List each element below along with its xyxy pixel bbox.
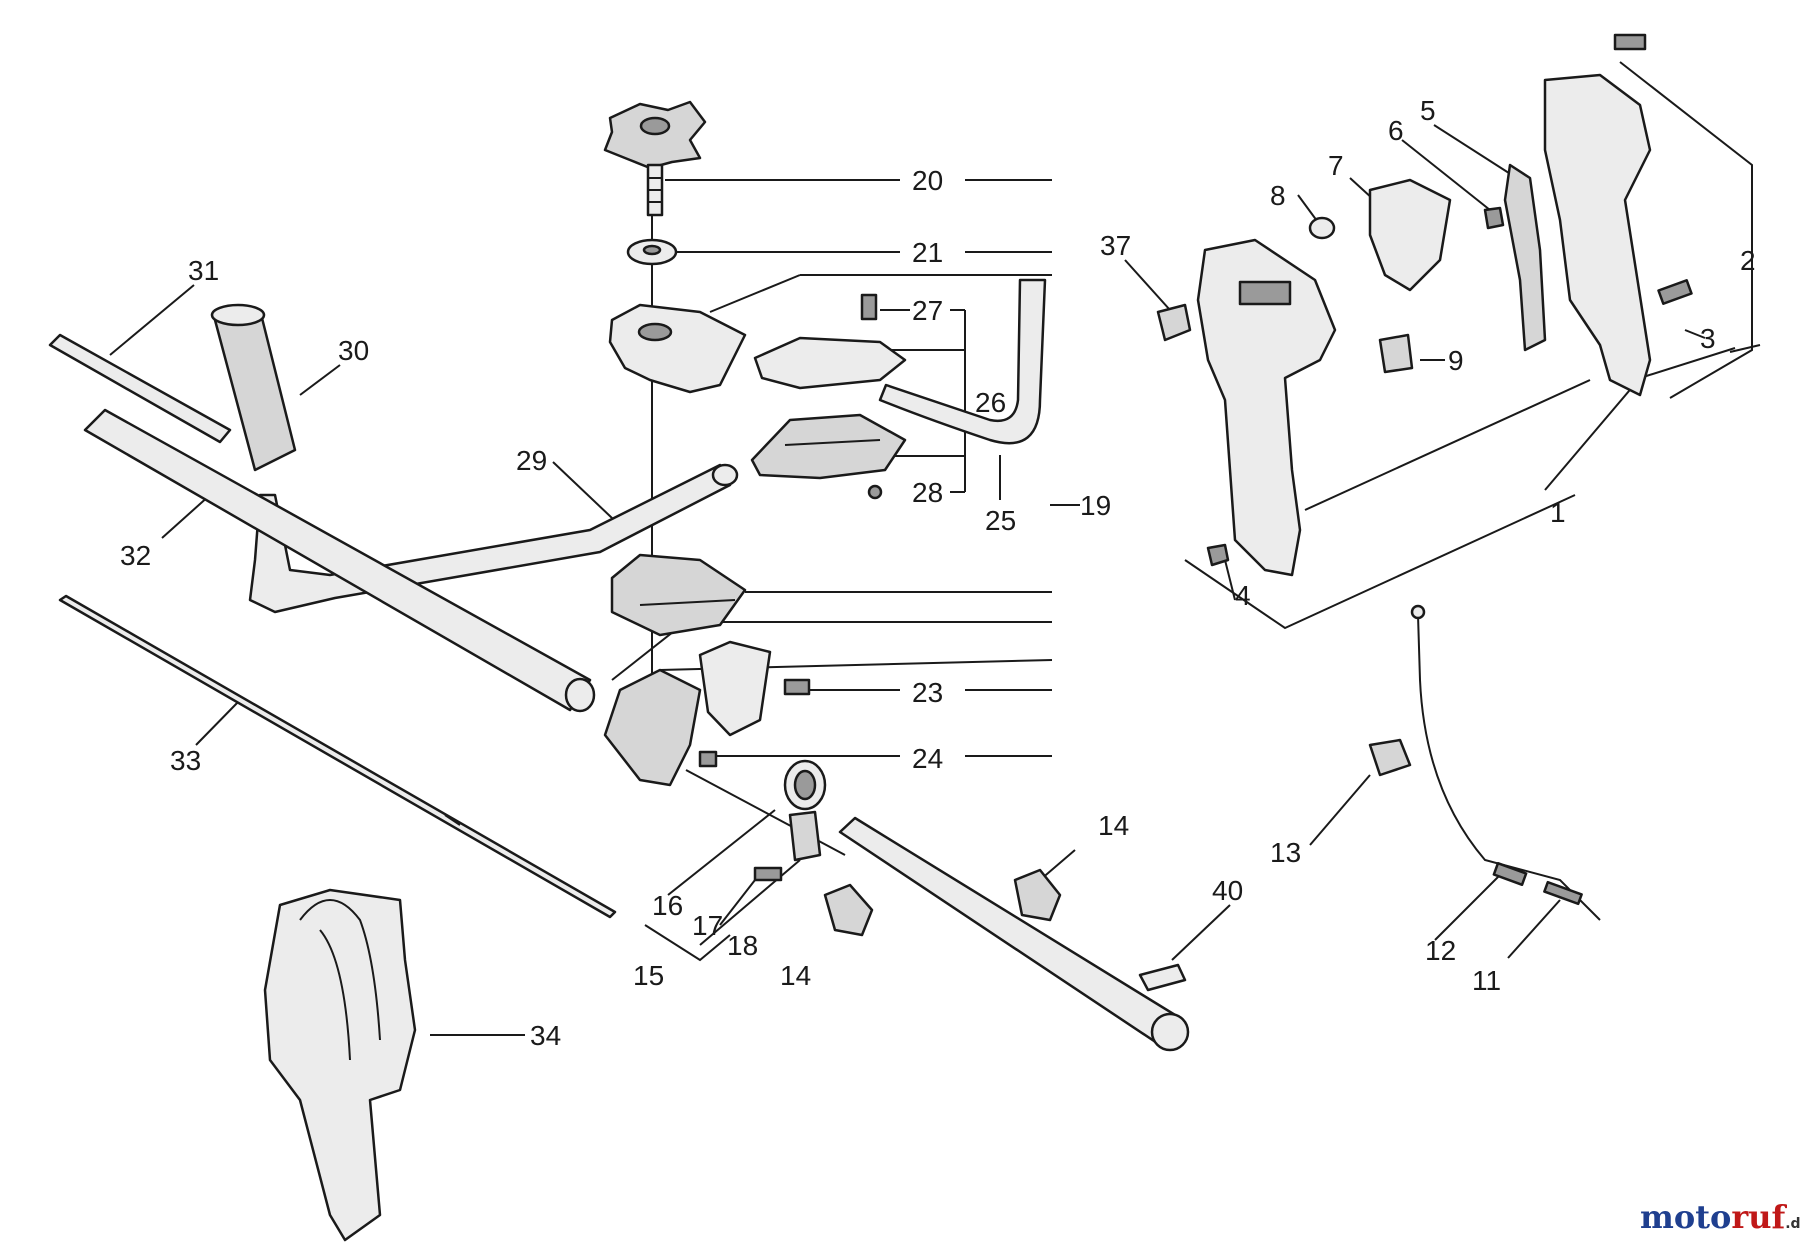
- sticker-part-40: [1138, 963, 1187, 992]
- clamp-cover: [608, 303, 747, 394]
- callout-37: 37: [1100, 230, 1131, 261]
- callout-26: 26: [975, 387, 1006, 418]
- cable-clip-part-13: [1368, 738, 1412, 777]
- watermark-brand-b: ruf: [1731, 1198, 1787, 1236]
- callout-33: 33: [170, 745, 201, 776]
- callout-11: 11: [1472, 965, 1501, 996]
- callout-25: 25: [985, 505, 1016, 536]
- handle-shell-upper: [753, 293, 907, 390]
- callout-3: 3: [1700, 323, 1716, 354]
- drive-shaft-part-33: [58, 594, 617, 919]
- callout-12: 12: [1425, 935, 1456, 966]
- button-part-37: [1156, 303, 1192, 342]
- callout-20: 20: [912, 165, 943, 196]
- ring-part-8: [1308, 216, 1336, 240]
- callout-30: 30: [338, 335, 369, 366]
- watermark-logo: motoruf.de: [1640, 1198, 1800, 1236]
- cable-end-part-12: [1492, 861, 1528, 887]
- callout-28: 28: [912, 477, 943, 508]
- callout-16: 16: [652, 890, 683, 921]
- handle-half-part-2: [1543, 33, 1652, 397]
- washer-part-21: [626, 238, 678, 266]
- screw-part-17: [753, 866, 783, 882]
- callout-27: 27: [912, 295, 943, 326]
- callout-17: 17: [692, 910, 723, 941]
- callout-24: 24: [912, 743, 943, 774]
- callout-5: 5: [1420, 95, 1436, 126]
- callout-23: 23: [912, 677, 943, 708]
- callout-14a: 14: [1098, 810, 1129, 841]
- handle-shell-lower: [750, 413, 907, 500]
- screw-part-3: [1657, 279, 1693, 305]
- tape-part-31: [48, 333, 232, 444]
- callout-13: 13: [1270, 837, 1301, 868]
- callout-40: 40: [1212, 875, 1243, 906]
- callout-18: 18: [727, 930, 758, 961]
- harness-part-34: [263, 888, 417, 1242]
- clamp-block-lower: [603, 668, 718, 787]
- block-part-6: [1483, 206, 1505, 230]
- tube-part-32: [83, 408, 596, 713]
- callout-32: 32: [120, 540, 151, 571]
- callout-31: 31: [188, 255, 219, 286]
- throttle-guard-part-7: [1368, 178, 1452, 292]
- callout-21: 21: [912, 237, 943, 268]
- callout-4: 4: [1235, 580, 1251, 611]
- main-tube: [838, 816, 1190, 1052]
- clip-part-18: [788, 810, 822, 862]
- callout-19: 19: [1080, 490, 1111, 521]
- clamp-part-14-a: [1013, 868, 1062, 922]
- clamp-block-upper: [610, 553, 747, 637]
- clip-part-16: [783, 759, 827, 811]
- callout-7: 7: [1328, 150, 1344, 181]
- callout-9: 9: [1448, 345, 1464, 376]
- callout-34: 34: [530, 1020, 561, 1051]
- callout-14b: 14: [780, 960, 811, 991]
- svg-text:motoruf.de: motoruf.de: [1640, 1198, 1800, 1236]
- switch-part-9: [1378, 333, 1414, 374]
- throttle-lever-part-5: [1503, 163, 1547, 352]
- callout-15: 15: [633, 960, 664, 991]
- callout-1: 1: [1550, 497, 1566, 528]
- grip-part-30: [210, 303, 297, 472]
- callout-labels: 1 2 3 4 5 6 7 8 9 11 12 13 14 14 15 16 1…: [120, 95, 1756, 1051]
- callout-29: 29: [516, 445, 547, 476]
- rear-handle-part-1: [1196, 238, 1337, 577]
- knob-part-20: [603, 100, 707, 217]
- callout-2: 2: [1740, 245, 1756, 276]
- nut-part-4: [1206, 543, 1230, 567]
- clamp-part-14-b: [823, 883, 874, 937]
- bent-tube-part-25: [878, 278, 1047, 445]
- throttle-cable: [1410, 604, 1601, 921]
- clamp-half: [698, 640, 811, 737]
- watermark-suffix: .de: [1785, 1216, 1800, 1232]
- cable-end-part-11: [1543, 880, 1583, 906]
- watermark-brand-a: moto: [1640, 1198, 1731, 1236]
- callout-8: 8: [1270, 180, 1286, 211]
- callout-6: 6: [1388, 115, 1404, 146]
